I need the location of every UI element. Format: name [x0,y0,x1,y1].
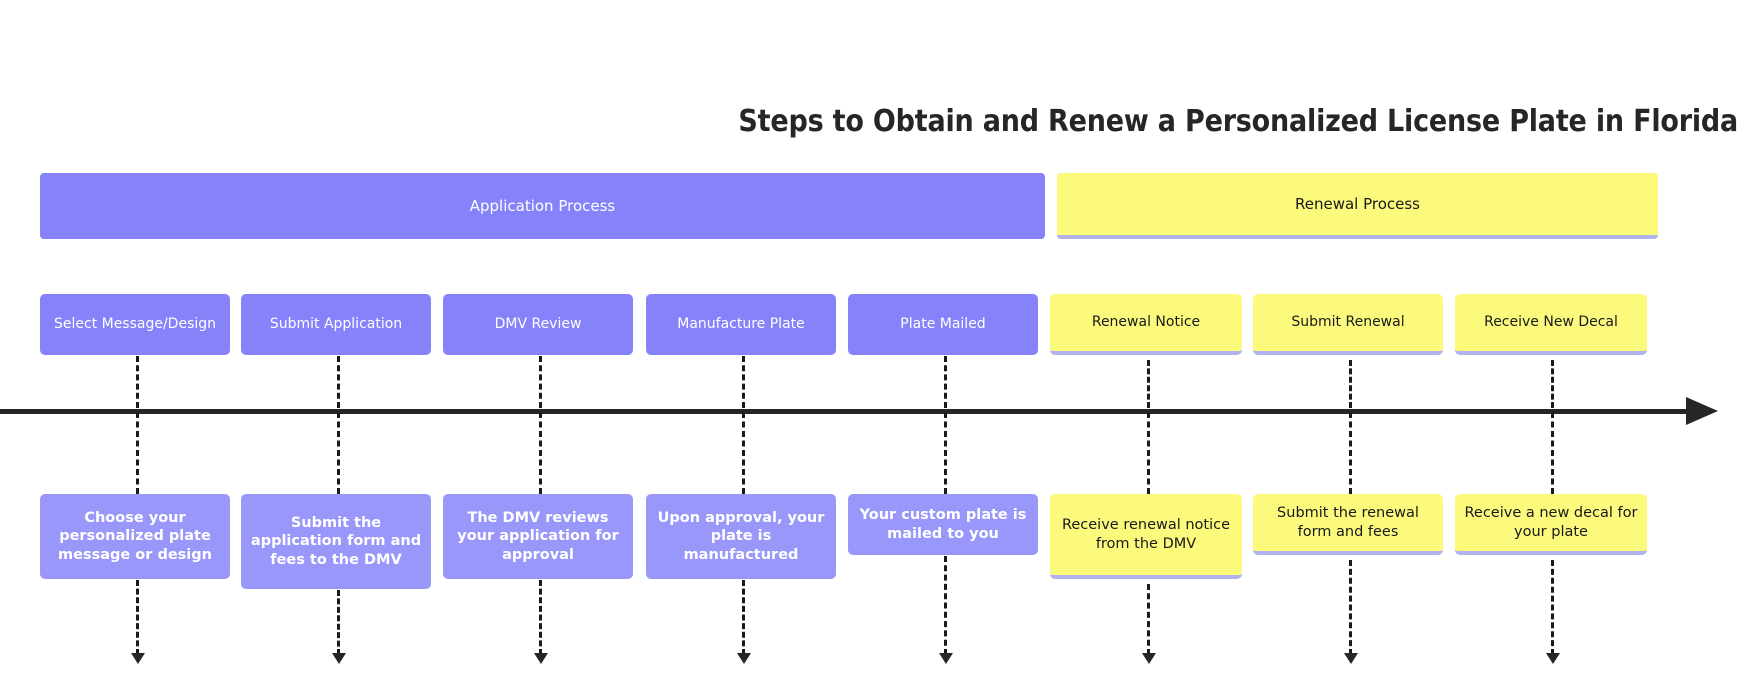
step-box-submit-application[interactable]: Submit Application [241,294,431,355]
phase-bar-application-process: Application Process [40,173,1045,239]
step-box-receive-new-decal[interactable]: Receive New Decal [1455,294,1647,355]
step-title: Select Message/Design [53,315,217,332]
phase-label-application-process: Application Process [469,197,616,215]
description-text: Your custom plate is mailed to you [859,507,1027,542]
connector-desc-5 [944,412,947,494]
tail-stem-6 [1147,584,1150,655]
description-text: Submit the application form and fees to … [250,515,422,568]
step-title: Submit Renewal [1291,313,1405,330]
connector-desc-7 [1349,412,1352,494]
description-text: Choose your personalized plate message o… [58,510,212,563]
connector-step-4 [742,356,745,408]
tail-arrow-icon-7 [1344,653,1358,664]
description-text: The DMV reviews your application for app… [457,510,619,563]
description-text: Upon approval, your plate is manufacture… [657,510,825,563]
step-box-submit-renewal[interactable]: Submit Renewal [1253,294,1443,355]
page-title: Steps to Obtain and Renew a Personalized… [738,104,1738,139]
description-box-submit-application[interactable]: Submit the application form and fees to … [241,494,431,589]
tail-arrow-icon-4 [737,653,751,664]
description-box-select-message-design[interactable]: Choose your personalized plate message o… [40,494,230,579]
tail-arrow-icon-6 [1142,653,1156,664]
phase-bar-renewal-process: Renewal Process [1057,173,1658,239]
connector-desc-8 [1551,412,1554,494]
tail-stem-1 [136,580,139,655]
description-text: Receive renewal notice from the DMV [1061,517,1231,552]
description-box-dmv-review[interactable]: The DMV reviews your application for app… [443,494,633,579]
tail-stem-4 [742,580,745,655]
step-title: Plate Mailed [900,315,986,332]
tail-stem-2 [337,590,340,655]
description-box-plate-mailed[interactable]: Your custom plate is mailed to you [848,494,1038,555]
step-box-select-message-design[interactable]: Select Message/Design [40,294,230,355]
description-box-manufacture-plate[interactable]: Upon approval, your plate is manufacture… [646,494,836,579]
description-text: Submit the renewal form and fees [1277,505,1419,540]
description-box-receive-new-decal[interactable]: Receive a new decal for your plate [1455,494,1647,555]
connector-step-2 [337,356,340,408]
step-title: Submit Application [269,315,403,332]
tail-stem-8 [1551,560,1554,655]
step-box-renewal-notice[interactable]: Renewal Notice [1050,294,1242,355]
timeline-axis [0,409,1690,414]
connector-step-5 [944,356,947,408]
connector-step-3 [539,356,542,408]
connector-step-1 [136,356,139,408]
step-box-plate-mailed[interactable]: Plate Mailed [848,294,1038,355]
step-title: DMV Review [494,315,582,332]
connector-step-8 [1551,360,1554,408]
timeline-arrow-icon [1686,397,1718,425]
description-box-renewal-notice[interactable]: Receive renewal notice from the DMV [1050,494,1242,579]
connector-desc-6 [1147,412,1150,494]
connector-step-6 [1147,360,1150,408]
tail-arrow-icon-3 [534,653,548,664]
tail-stem-7 [1349,560,1352,655]
tail-arrow-icon-1 [131,653,145,664]
step-box-dmv-review[interactable]: DMV Review [443,294,633,355]
phase-label-renewal-process: Renewal Process [1294,195,1420,213]
tail-stem-3 [539,580,542,655]
connector-desc-3 [539,412,542,494]
connector-desc-2 [337,412,340,494]
step-box-manufacture-plate[interactable]: Manufacture Plate [646,294,836,355]
description-box-submit-renewal[interactable]: Submit the renewal form and fees [1253,494,1443,555]
connector-desc-1 [136,412,139,494]
step-title: Receive New Decal [1484,313,1618,330]
step-title: Manufacture Plate [677,315,805,332]
description-text: Receive a new decal for your plate [1464,505,1638,540]
connector-step-7 [1349,360,1352,408]
tail-stem-5 [944,556,947,655]
step-title: Renewal Notice [1091,313,1201,330]
tail-arrow-icon-8 [1546,653,1560,664]
tail-arrow-icon-5 [939,653,953,664]
connector-desc-4 [742,412,745,494]
tail-arrow-icon-2 [332,653,346,664]
